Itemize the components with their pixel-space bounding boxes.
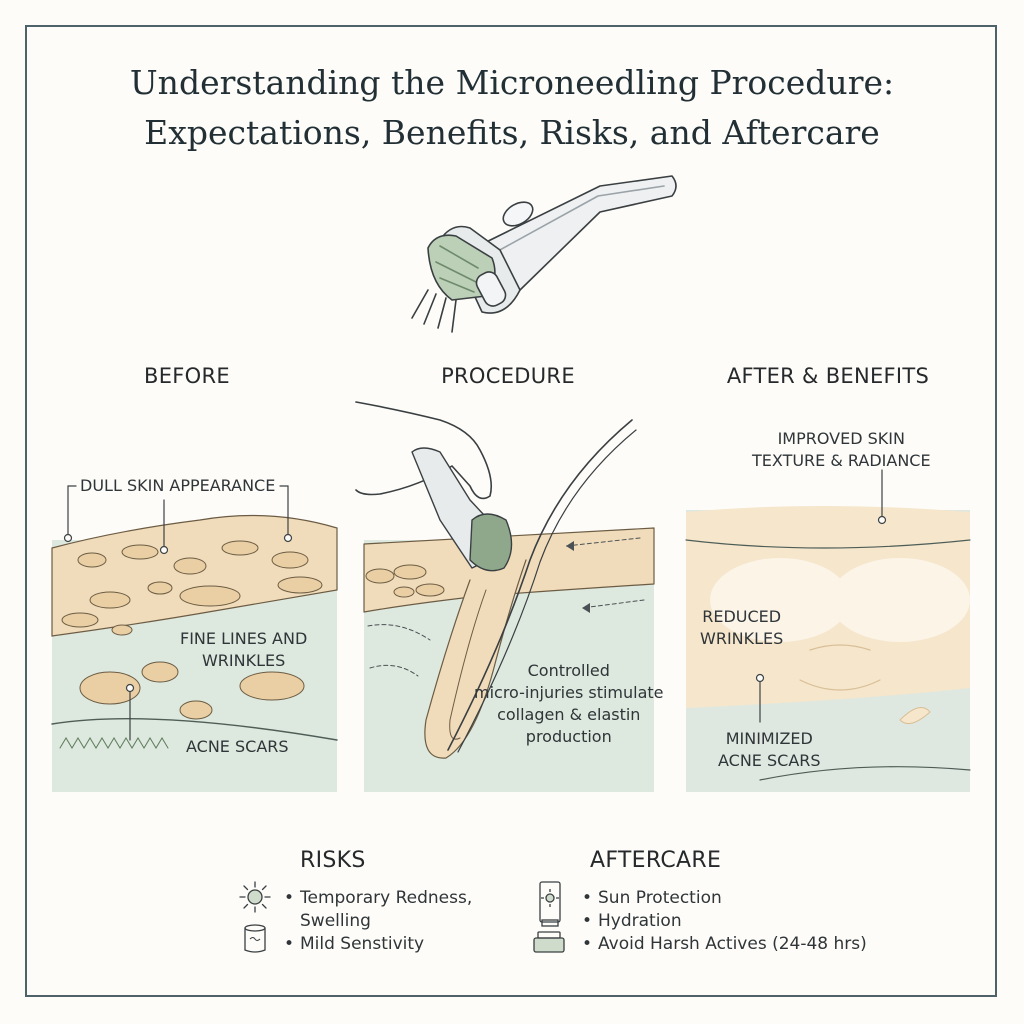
risks-list: Temporary Redness,Swelling Mild Senstivi… (284, 887, 472, 956)
risks-heading: RISKS (300, 848, 366, 873)
aftercare-heading: AFTERCARE (590, 848, 722, 873)
aftercare-item: Sun Protection (582, 887, 867, 910)
risk-item: Mild Senstivity (284, 933, 472, 956)
procedure-caption: Controlled micro-injuries stimulate coll… (474, 661, 664, 746)
procedure-heading: PROCEDURE (441, 364, 575, 388)
minimized-acne-label: MINIMIZED ACNE SCARS (718, 729, 821, 770)
before-heading: BEFORE (144, 364, 230, 388)
after-heading: AFTER & BENEFITS (726, 364, 930, 388)
title-line-1: Understanding the Microneedling Procedur… (129, 63, 895, 102)
dull-skin-label: DULL SKIN APPEARANCE (80, 476, 276, 495)
sun-icon (239, 881, 271, 913)
sunscreen-tube-icon (533, 881, 565, 953)
fine-lines-label: FINE LINES AND WRINKLES (180, 629, 308, 670)
acne-scars-label: ACNE SCARS (186, 737, 289, 756)
aftercare-item: Hydration (582, 910, 867, 933)
reduced-wrinkles-label: REDUCED WRINKLES (700, 607, 784, 648)
page-title: Understanding the Microneedling Procedur… (0, 58, 1024, 158)
aftercare-item: Avoid Harsh Actives (24-48 hrs) (582, 933, 867, 956)
jar-icon (244, 924, 266, 953)
aftercare-list: Sun Protection Hydration Avoid Harsh Act… (582, 887, 867, 956)
title-line-2: Expectations, Benefits, Risks, and After… (144, 113, 880, 152)
border-frame (25, 25, 997, 997)
risk-item: Temporary Redness,Swelling (284, 887, 472, 933)
texture-label: IMPROVED SKIN TEXTURE & RADIANCE (752, 429, 931, 470)
